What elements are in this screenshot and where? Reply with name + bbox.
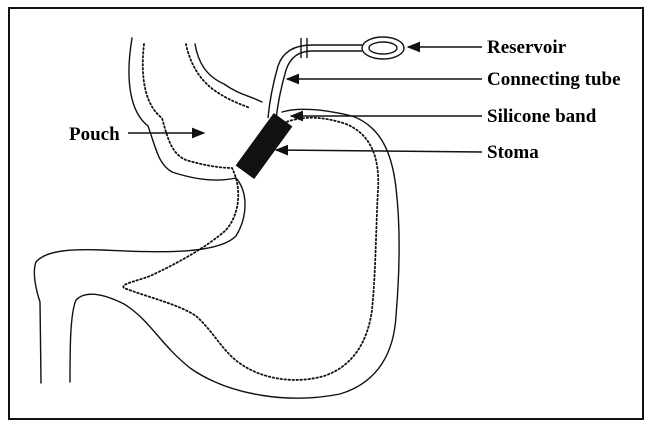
pouch-label: Pouch xyxy=(69,124,120,145)
silicone-band-label: Silicone band xyxy=(487,106,597,127)
reservoir-port-inner xyxy=(369,42,397,54)
mucosa-line xyxy=(123,44,378,380)
stoma-label: Stoma xyxy=(487,142,539,163)
connecting-tube-label: Connecting tube xyxy=(487,69,621,90)
stoma-arrow xyxy=(276,150,482,152)
reservoir-label: Reservoir xyxy=(487,37,567,58)
silicone-band xyxy=(236,114,291,179)
